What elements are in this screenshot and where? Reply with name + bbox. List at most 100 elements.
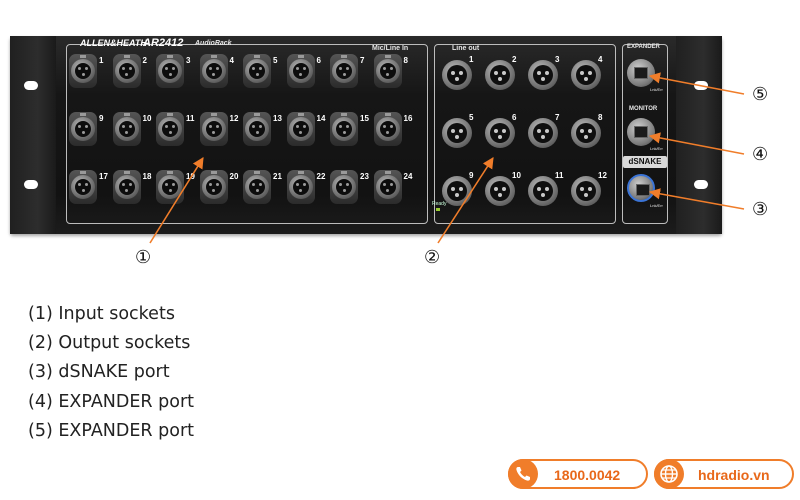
input-socket[interactable] <box>242 170 272 204</box>
input-socket[interactable] <box>112 112 142 146</box>
output-number: 8 <box>598 113 603 122</box>
input-number: 14 <box>316 114 326 123</box>
input-number: 18 <box>142 172 152 181</box>
input-socket[interactable] <box>68 54 98 88</box>
rack-unit: ALLEN&HEATH AR2412 AudioRack Mic/Line In… <box>10 36 722 234</box>
brand-logo: ALLEN&HEATH <box>80 38 147 48</box>
input-socket[interactable] <box>242 54 272 88</box>
input-socket[interactable] <box>286 112 316 146</box>
callout-2: ② <box>424 247 441 268</box>
input-socket[interactable] <box>155 112 185 146</box>
output-label: Line out <box>452 45 480 52</box>
input-number: 16 <box>403 114 413 123</box>
input-number: 17 <box>99 172 108 181</box>
input-number: 5 <box>273 56 278 65</box>
dsnake-label: dSNAKE <box>623 156 667 168</box>
ready-led <box>436 208 440 211</box>
phone-contact[interactable]: 1800.0042 <box>508 459 648 489</box>
input-socket[interactable] <box>199 54 229 88</box>
website-url: hdradio.vn <box>698 467 770 483</box>
input-number: 2 <box>142 56 147 65</box>
input-socket[interactable] <box>68 170 98 204</box>
input-number: 12 <box>229 114 239 123</box>
output-number: 1 <box>469 55 474 64</box>
input-socket[interactable] <box>155 54 185 88</box>
rack-slot <box>694 81 708 90</box>
output-socket[interactable] <box>571 60 601 90</box>
input-socket[interactable] <box>242 112 272 146</box>
rack-ear-right <box>676 36 722 234</box>
output-socket[interactable] <box>528 118 558 148</box>
rack-slot <box>24 180 38 189</box>
output-number: 11 <box>555 171 564 180</box>
expander-label: EXPANDER <box>627 44 660 50</box>
input-number: 11 <box>186 114 195 123</box>
callout-1: ① <box>135 247 152 268</box>
input-socket[interactable] <box>373 54 403 88</box>
legend-item-output: (2) Output sockets <box>28 333 191 353</box>
input-socket[interactable] <box>112 170 142 204</box>
monitor-label: MONITOR <box>629 106 658 112</box>
input-socket[interactable] <box>286 170 316 204</box>
output-socket[interactable] <box>442 176 472 206</box>
input-socket[interactable] <box>373 170 403 204</box>
input-number: 24 <box>403 172 413 181</box>
input-socket[interactable] <box>329 170 359 204</box>
input-socket[interactable] <box>373 112 403 146</box>
output-socket[interactable] <box>528 176 558 206</box>
expander-port[interactable] <box>627 59 655 87</box>
input-number: 3 <box>186 56 191 65</box>
rack-ear-left <box>10 36 56 234</box>
input-number: 6 <box>316 56 321 65</box>
legend-item-input: (1) Input sockets <box>28 304 175 324</box>
output-number: 5 <box>469 113 474 122</box>
output-panel <box>434 44 616 224</box>
input-socket[interactable] <box>199 112 229 146</box>
output-socket[interactable] <box>571 118 601 148</box>
output-socket[interactable] <box>442 60 472 90</box>
legend-item-expander-2: (5) EXPANDER port <box>28 421 195 441</box>
network-panel <box>622 44 668 224</box>
input-label: Mic/Line In <box>372 45 409 52</box>
output-number: 12 <box>598 171 607 180</box>
output-number: 2 <box>512 55 517 64</box>
input-socket[interactable] <box>329 112 359 146</box>
link-label: Lnk/Err <box>650 87 663 92</box>
output-socket[interactable] <box>485 118 515 148</box>
rack-slot <box>694 180 708 189</box>
phone-number: 1800.0042 <box>554 467 621 483</box>
callout-5: ⑤ <box>752 84 769 105</box>
input-number: 23 <box>360 172 369 181</box>
input-socket[interactable] <box>68 112 98 146</box>
input-number: 22 <box>316 172 326 181</box>
output-socket[interactable] <box>571 176 601 206</box>
link-label: Lnk/Err <box>650 203 663 208</box>
input-socket[interactable] <box>199 170 229 204</box>
output-socket[interactable] <box>442 118 472 148</box>
input-number: 7 <box>360 56 365 65</box>
input-socket[interactable] <box>286 54 316 88</box>
legend-item-dsnake: (3) dSNAKE port <box>28 362 170 382</box>
input-number: 8 <box>403 56 408 65</box>
website-contact[interactable]: hdradio.vn <box>654 459 794 489</box>
input-socket[interactable] <box>155 170 185 204</box>
input-panel <box>66 44 428 224</box>
input-number: 20 <box>229 172 239 181</box>
output-number: 3 <box>555 55 560 64</box>
link-label: Lnk/Err <box>650 146 663 151</box>
monitor-port[interactable] <box>627 118 655 146</box>
output-socket[interactable] <box>485 176 515 206</box>
callout-3: ③ <box>752 199 769 220</box>
input-number: 15 <box>360 114 369 123</box>
globe-icon <box>654 459 684 489</box>
input-number: 21 <box>273 172 282 181</box>
output-socket[interactable] <box>528 60 558 90</box>
phone-icon <box>508 459 538 489</box>
input-socket[interactable] <box>112 54 142 88</box>
dsnake-port[interactable] <box>627 174 655 202</box>
input-number: 9 <box>99 114 104 123</box>
output-socket[interactable] <box>485 60 515 90</box>
rack-slot <box>24 81 38 90</box>
input-socket[interactable] <box>329 54 359 88</box>
callout-4: ④ <box>752 144 769 165</box>
